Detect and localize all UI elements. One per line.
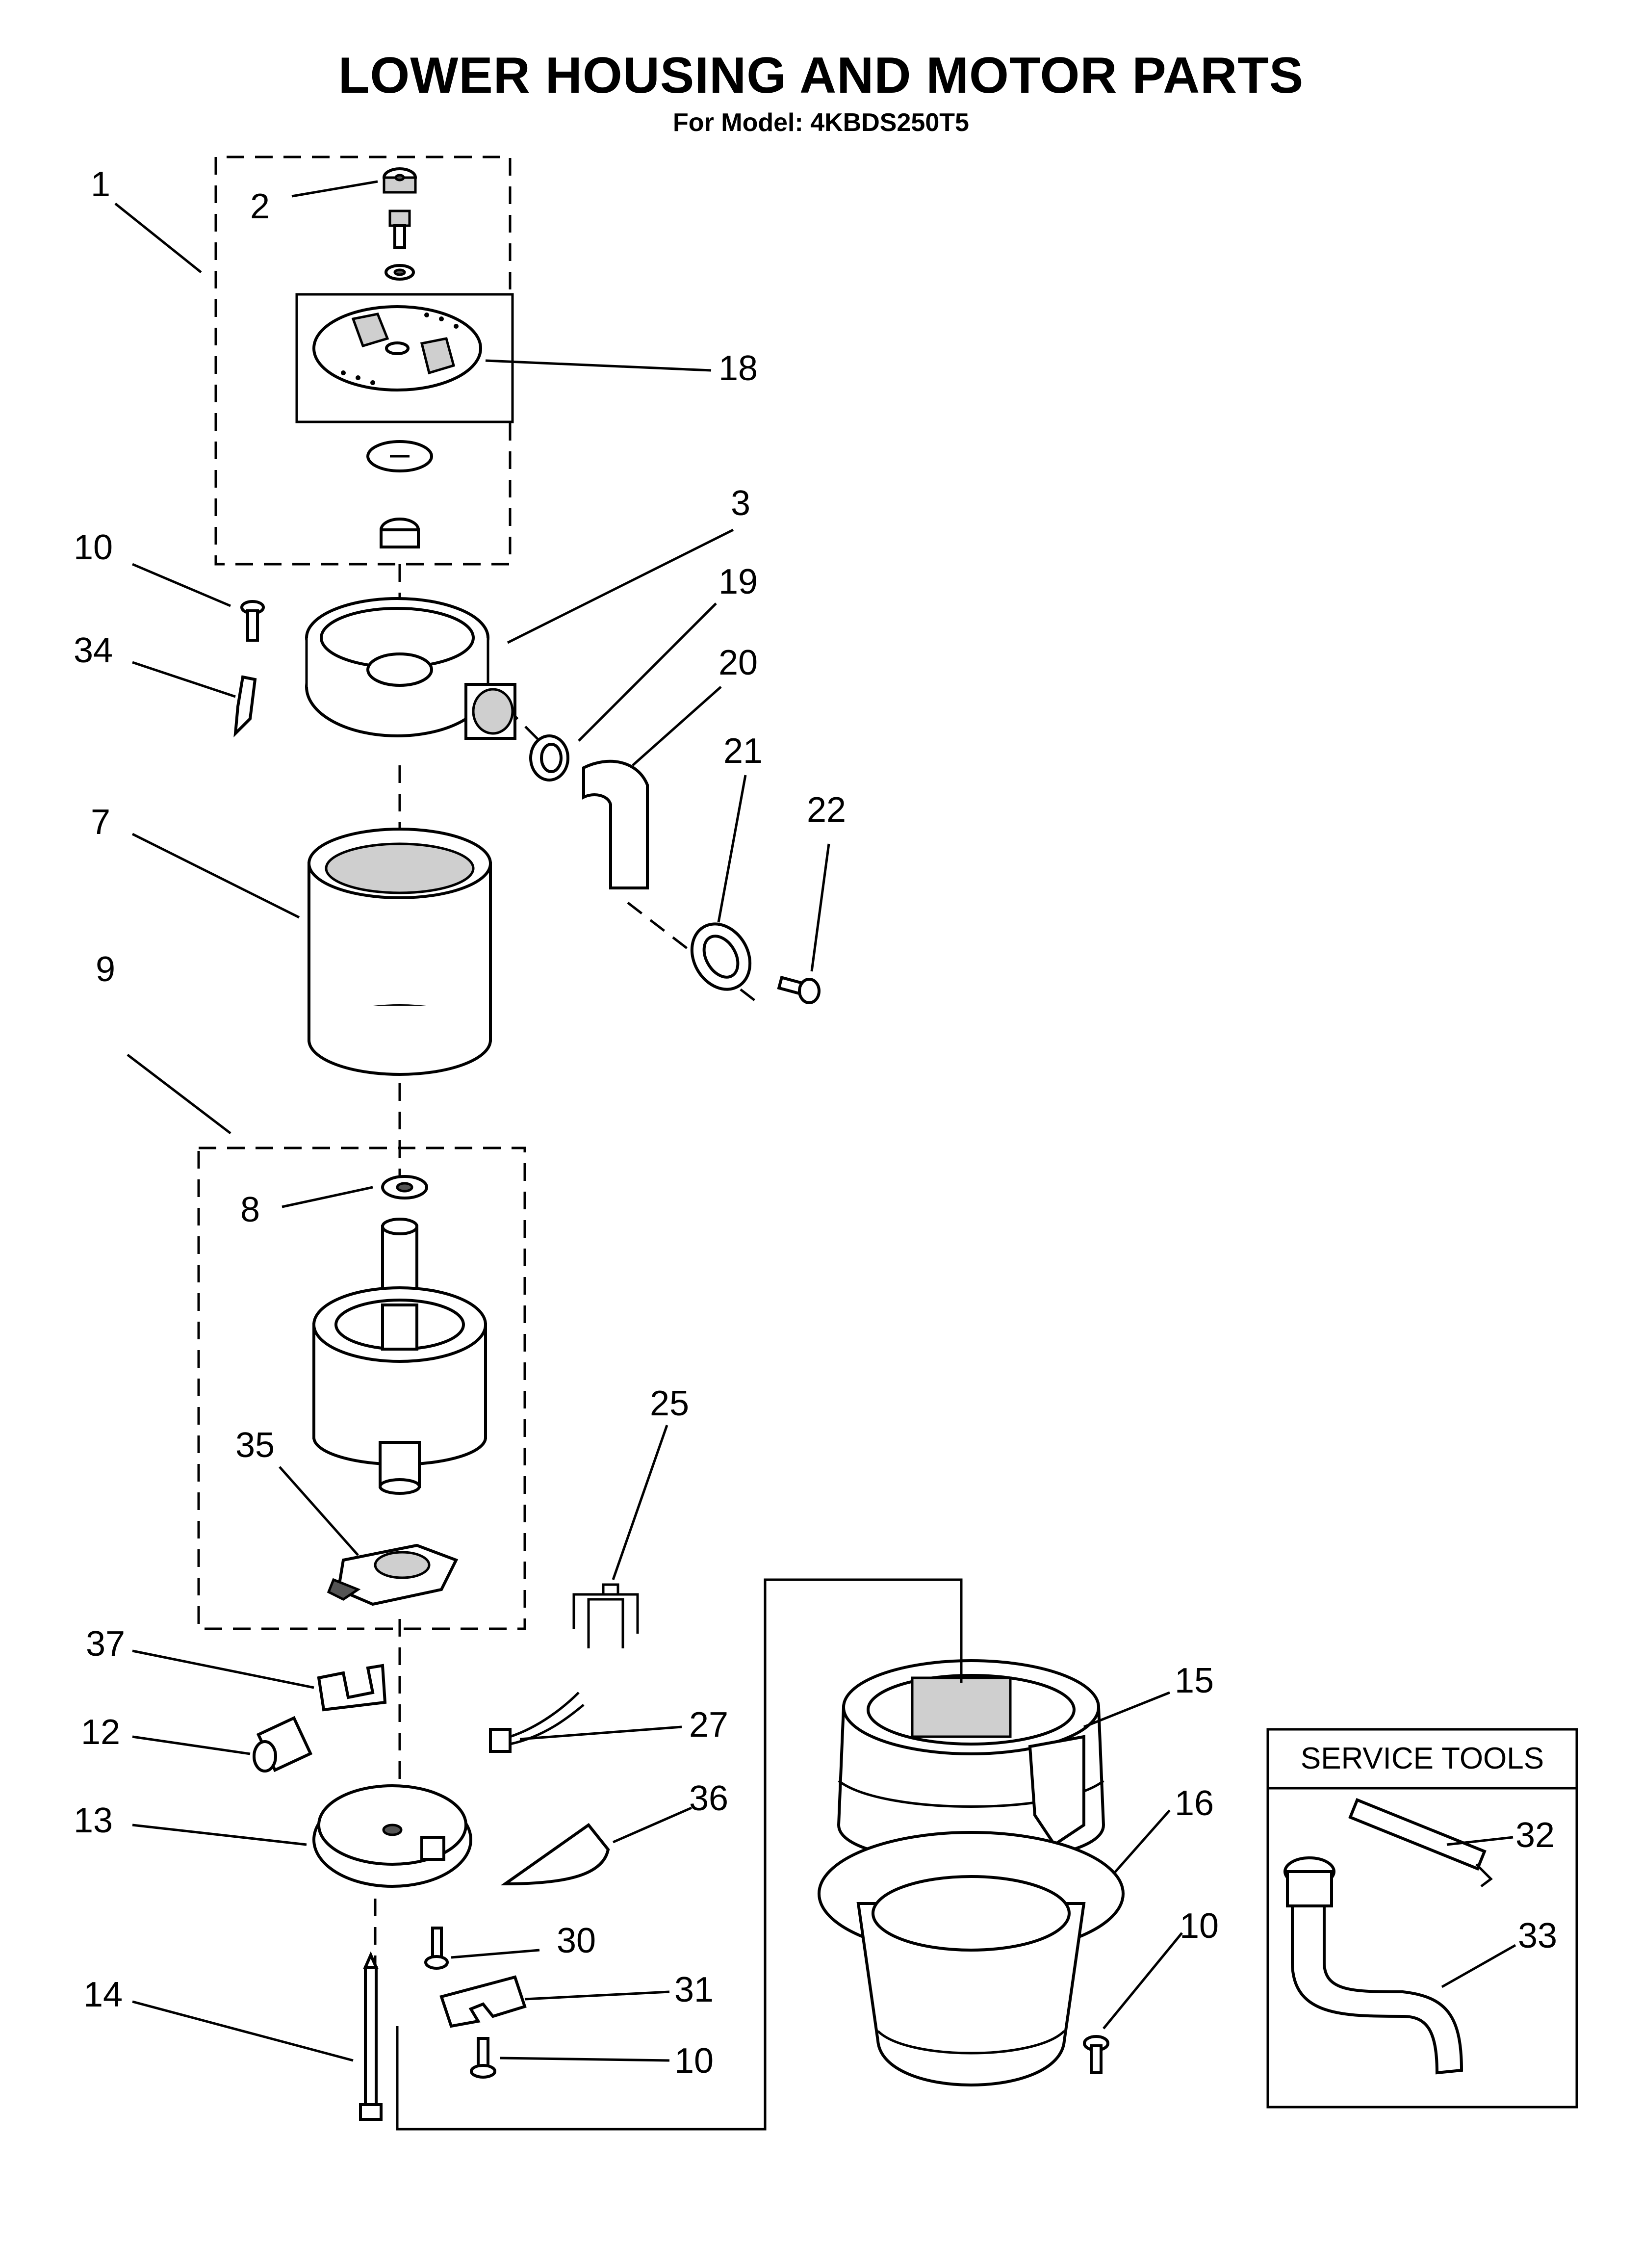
part-20-discharge-elbow <box>582 759 649 889</box>
part-25-wire-clip <box>572 1583 639 1648</box>
callout-1: 1 <box>91 165 110 204</box>
part-31-terminal-cover <box>439 1975 527 2028</box>
callout-2: 2 <box>250 187 270 226</box>
callout-21: 21 <box>723 731 763 771</box>
part-36-shield <box>500 1823 610 1886</box>
callout-34: 34 <box>74 631 113 670</box>
callout-31: 31 <box>674 1970 714 2009</box>
callout-32: 32 <box>1515 1816 1555 1855</box>
part-2-nut-screw-washer <box>383 167 417 281</box>
part-18-grind-plate <box>312 305 482 391</box>
part-14-through-bolt <box>359 1951 383 2121</box>
part-21-flange <box>690 922 752 991</box>
callout-10-lower: 10 <box>674 2041 714 2081</box>
callout-12: 12 <box>81 1713 120 1752</box>
part-12-capacitor <box>253 1716 313 1773</box>
callout-labels: 1 2 18 3 10 19 34 20 21 22 7 9 8 35 25 3… <box>74 165 1557 2081</box>
callout-10-right: 10 <box>1180 1906 1219 1946</box>
part-10-screw-upper <box>240 600 265 642</box>
callout-20: 20 <box>718 643 758 682</box>
part-8-washer <box>381 1175 428 1199</box>
callout-30: 30 <box>557 1921 596 1960</box>
callout-33: 33 <box>1518 1916 1557 1955</box>
part-34-clip <box>233 675 257 737</box>
callout-18: 18 <box>718 349 758 388</box>
part-35-impeller <box>327 1543 459 1606</box>
part-10-screw-right <box>1083 2035 1109 2074</box>
group-box-9 <box>197 1147 526 1630</box>
callout-13: 13 <box>74 1801 113 1840</box>
part-3-upper-housing <box>305 597 516 740</box>
page-title: LOWER HOUSING AND MOTOR PARTS <box>338 47 1304 104</box>
callout-35: 35 <box>235 1426 275 1465</box>
part-10-screw-lower <box>470 2037 496 2079</box>
part-16-motor-housing <box>818 1831 1125 2086</box>
part-15-lower-housing <box>837 1659 1105 1863</box>
callout-8: 8 <box>240 1190 260 1229</box>
callout-7: 7 <box>91 803 110 842</box>
part-32-wrench <box>1348 1798 1493 1887</box>
group-box-1 <box>214 156 514 566</box>
callout-36: 36 <box>689 1779 728 1818</box>
part-27-wire-harness <box>489 1692 585 1753</box>
callout-19: 19 <box>718 562 758 601</box>
part-7-stator <box>308 828 492 1076</box>
callout-27: 27 <box>689 1705 728 1745</box>
part-13-end-bell <box>312 1784 472 1888</box>
part-33-tailpipe <box>1283 1856 1463 2075</box>
callout-22: 22 <box>807 790 846 830</box>
part-19-gasket <box>529 734 569 782</box>
callout-9: 9 <box>96 950 115 989</box>
callout-3: 3 <box>731 484 750 523</box>
part-22-bolt <box>777 975 821 1004</box>
leader-lines <box>114 180 1516 2062</box>
callout-16: 16 <box>1175 1784 1214 1823</box>
assembly-bracket-line <box>396 1578 963 2131</box>
callout-37: 37 <box>86 1624 125 1664</box>
part-9-rotor <box>312 1218 487 1495</box>
service-tools-label: SERVICE TOOLS <box>1301 1742 1544 1775</box>
model-subtitle: For Model: 4KBDS250T5 <box>673 108 969 137</box>
callout-25: 25 <box>650 1384 689 1423</box>
callout-14: 14 <box>83 1975 123 2014</box>
part-30-screw <box>424 1927 449 1970</box>
service-tools-box: SERVICE TOOLS <box>1266 1728 1578 2109</box>
part-seal-and-cap <box>366 440 433 548</box>
part-37-bracket <box>317 1664 387 1712</box>
callout-15: 15 <box>1175 1661 1214 1700</box>
callout-10-upper: 10 <box>74 528 113 567</box>
